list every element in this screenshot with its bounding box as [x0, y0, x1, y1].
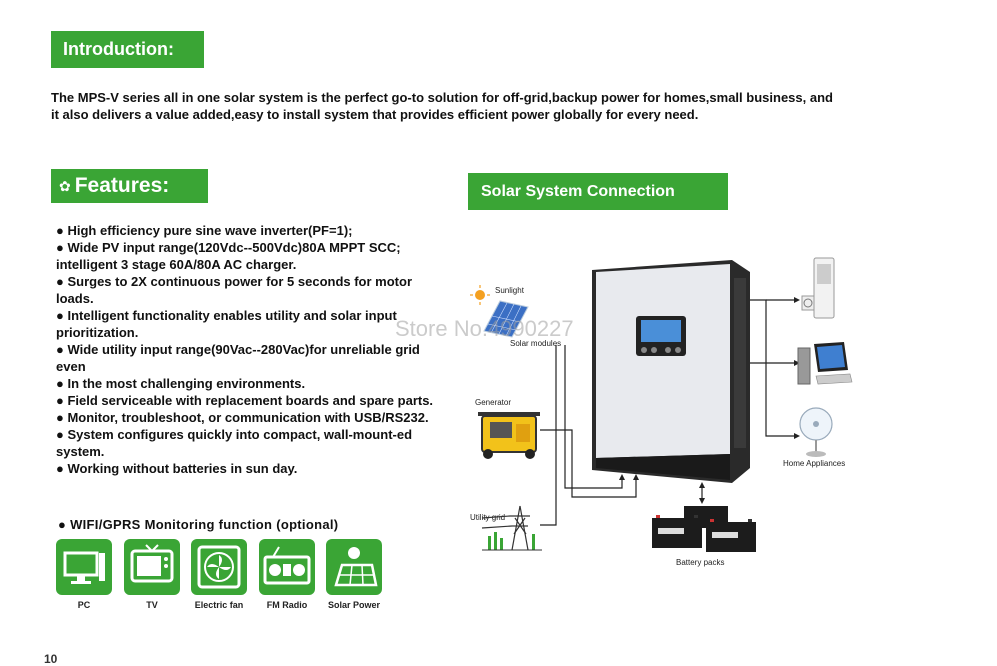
radio-icon: [259, 539, 315, 595]
electric-fan-icon: [799, 407, 833, 457]
fan-icon: [191, 539, 247, 595]
battery-packs-label: Battery packs: [676, 558, 725, 567]
solar-power-icon: [326, 539, 382, 595]
feature-item: ● Surges to 2X continuous power for 5 se…: [56, 274, 413, 306]
computer-icon: [797, 342, 853, 385]
introduction-heading: Introduction:: [51, 31, 204, 68]
feature-item: ● Wide PV input range(120Vdc--500Vdc)80A…: [56, 240, 401, 272]
features-heading: ✿ Features:: [51, 169, 208, 203]
feature-item: ● Field serviceable with replacement boa…: [56, 393, 434, 408]
feature-item: ● System configures quickly into compact…: [56, 427, 413, 459]
feature-item: ● Monitor, troubleshoot, or communicatio…: [56, 410, 429, 425]
battery-packs-icon: [652, 506, 756, 552]
solar-panel-icon: [470, 285, 529, 338]
features-title: Features:: [74, 174, 170, 197]
feature-item: ● Wide utility input range(90Vac--280Vac…: [56, 342, 420, 374]
fan-label: Electric fan: [194, 600, 244, 610]
tv-label: TV: [146, 600, 158, 610]
gear-icon: ✿: [59, 178, 71, 194]
utility-grid-icon: [481, 505, 542, 551]
tv-icon: [124, 539, 180, 595]
feature-item: ● Working without batteries in sun day.: [56, 461, 298, 476]
solar-modules-label: Solar modules: [510, 339, 562, 348]
home-appliances-label: Home Appliances: [783, 459, 846, 468]
feature-item: ● High efficiency pure sine wave inverte…: [56, 223, 353, 238]
sunlight-label: Sunlight: [495, 286, 524, 295]
inverter-icon: [592, 260, 750, 483]
store-watermark: Store No.4990227: [395, 316, 574, 341]
generator-icon: [478, 412, 540, 459]
radio-label: FM Radio: [266, 600, 308, 610]
feature-item: ● In the most challenging environments.: [56, 376, 306, 391]
pc-label: PC: [77, 600, 91, 610]
solar-connection-heading: Solar System Connection: [468, 173, 728, 210]
features-list: ● High efficiency pure sine wave inverte…: [56, 222, 441, 477]
page-number: 10: [44, 652, 58, 666]
generator-label: Generator: [475, 398, 512, 407]
feature-item: ● Intelligent functionality enables util…: [56, 308, 397, 340]
introduction-text: The MPS-V series all in one solar system…: [51, 90, 833, 122]
air-conditioner-icon: [801, 257, 835, 319]
pc-icon: [56, 539, 112, 595]
solar-power-label: Solar Power: [327, 600, 381, 610]
wifi-monitoring-note: ● WIFI/GPRS Monitoring function (optiona…: [58, 517, 339, 532]
